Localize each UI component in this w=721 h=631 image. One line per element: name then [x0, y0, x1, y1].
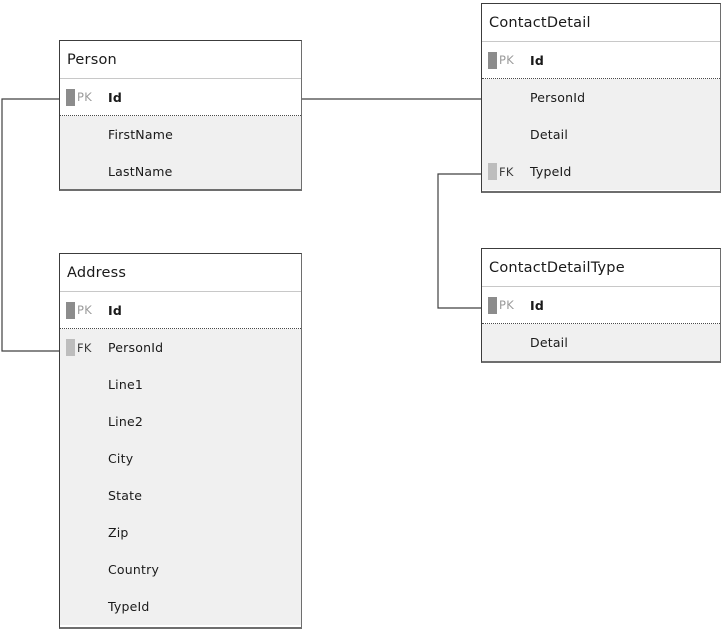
key-slot: PK — [482, 51, 530, 69]
key-icon — [488, 163, 497, 180]
field-name: Zip — [108, 525, 129, 540]
field-row[interactable]: LastName — [60, 153, 301, 189]
field-name: PersonId — [108, 340, 164, 355]
field-name: Line2 — [108, 414, 144, 429]
field-name: FirstName — [108, 127, 173, 142]
primary-key-label: PK — [77, 90, 93, 104]
field-row[interactable]: Line1 — [60, 366, 301, 403]
field-name: Id — [108, 302, 122, 318]
field-name: State — [108, 488, 143, 503]
field-name: Country — [108, 562, 160, 577]
field-row[interactable]: PK Id — [482, 287, 720, 324]
field-name: Line1 — [108, 377, 144, 392]
relationship-person-to-address — [1, 98, 59, 352]
entity-title: ContactDetailType — [482, 249, 720, 287]
key-icon — [488, 51, 497, 69]
field-row[interactable]: PersonId — [482, 79, 720, 116]
entity-title: Address — [60, 254, 301, 292]
field-row[interactable]: PK Id — [482, 42, 720, 79]
field-name: TypeId — [530, 164, 572, 179]
field-row[interactable]: Line2 — [60, 403, 301, 440]
field-row[interactable]: Country — [60, 551, 301, 588]
primary-key-label: PK — [499, 53, 515, 67]
field-row[interactable]: City — [60, 440, 301, 477]
key-slot: PK — [60, 301, 108, 319]
key-icon — [66, 88, 75, 106]
field-row[interactable]: State — [60, 477, 301, 514]
key-slot: FK — [482, 163, 530, 180]
field-name: Detail — [530, 335, 569, 350]
field-row[interactable]: Detail — [482, 116, 720, 153]
relationship-contactdetail-to-contactdetailtype — [437, 173, 481, 309]
field-row[interactable]: FK PersonId — [60, 329, 301, 366]
field-name: LastName — [108, 164, 173, 179]
field-row[interactable]: TypeId — [60, 588, 301, 625]
key-icon — [66, 301, 75, 319]
field-name: City — [108, 451, 134, 466]
key-icon — [66, 339, 75, 356]
primary-key-label: PK — [77, 303, 93, 317]
primary-key-label: PK — [499, 298, 515, 312]
key-icon — [488, 296, 497, 314]
field-row[interactable]: Zip — [60, 514, 301, 551]
field-name: Id — [530, 297, 544, 313]
key-slot: PK — [482, 296, 530, 314]
entity-title: Person — [60, 41, 301, 79]
key-slot: PK — [60, 88, 108, 106]
field-row[interactable]: PK Id — [60, 292, 301, 329]
key-slot: FK — [60, 339, 108, 356]
field-name: PersonId — [530, 90, 586, 105]
field-name: Id — [530, 52, 544, 68]
field-name: Detail — [530, 127, 569, 142]
field-row[interactable]: FirstName — [60, 116, 301, 153]
field-row[interactable]: Detail — [482, 324, 720, 361]
field-name: TypeId — [108, 599, 150, 614]
field-row[interactable]: PK Id — [60, 79, 301, 116]
field-name: Id — [108, 89, 122, 105]
foreign-key-label: FK — [499, 164, 514, 179]
field-row[interactable]: FK TypeId — [482, 153, 720, 190]
foreign-key-label: FK — [77, 340, 92, 355]
entity-title: ContactDetail — [482, 4, 720, 42]
